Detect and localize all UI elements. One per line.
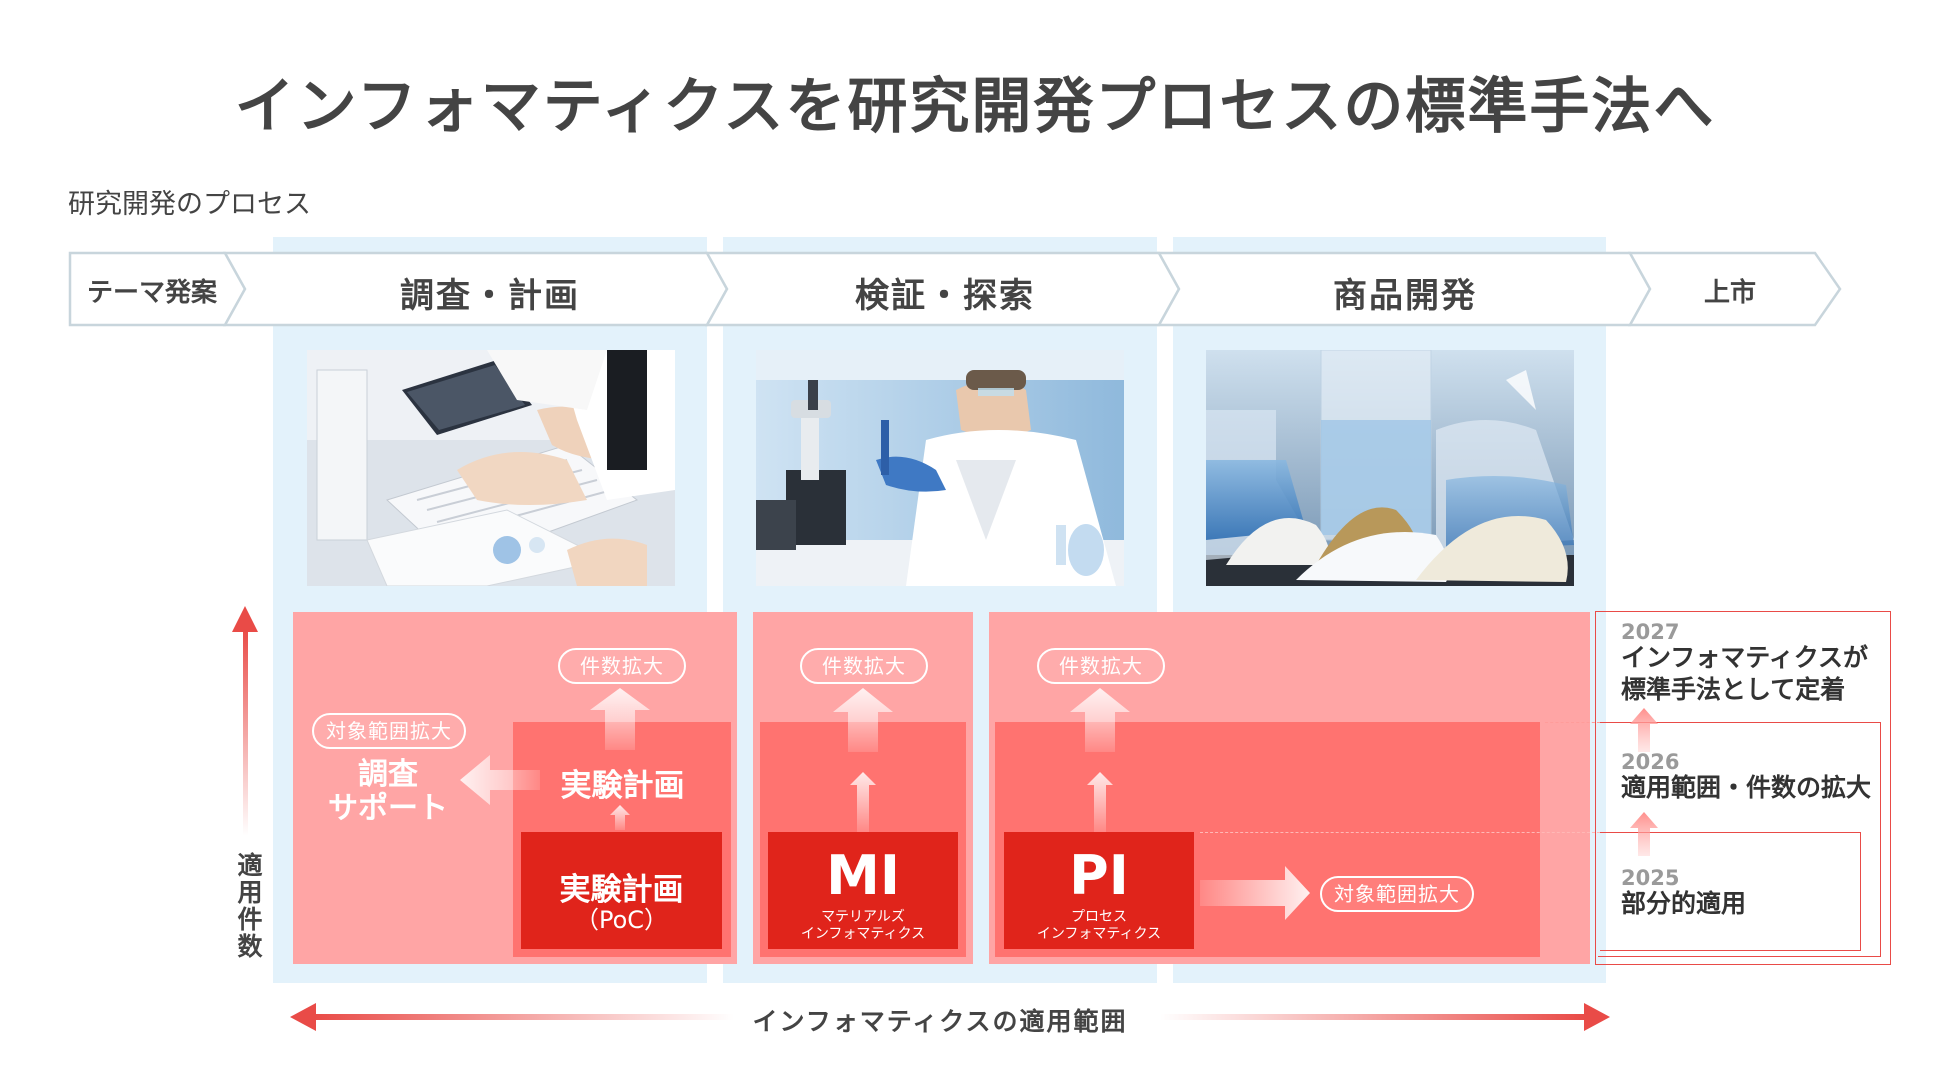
pill-count-increase-3: 件数拡大 (1037, 648, 1165, 684)
roadmap-year-2027: 2027 (1621, 620, 1680, 644)
up-arrow-icon (1630, 708, 1658, 752)
label-experiment-plan-poc: 実験計画 (559, 872, 684, 908)
divider-2025 (1200, 832, 1600, 833)
roadmap-text-2025: 部分的適用 (1621, 889, 1747, 918)
y-axis-label: 適用件数 (234, 852, 263, 960)
roadmap-box-2025 (1600, 832, 1861, 951)
roadmap-text-2027-line2: 標準手法として定着 (1621, 675, 1846, 704)
stage-label-theme: テーマ発案 (86, 278, 217, 308)
roadmap-text-2026: 適用範囲・件数の拡大 (1621, 773, 1872, 802)
label-mi-sub-2: インフォマティクス (800, 926, 926, 942)
page-title: インフォマティクスを研究開発プロセスの標準手法へ (234, 72, 1716, 142)
up-arrow-icon (1070, 688, 1130, 752)
up-arrow-icon (610, 805, 630, 830)
section-label: 研究開発のプロセス (68, 189, 311, 220)
label-pi-sub-2: インフォマティクス (1036, 926, 1162, 942)
pill-scope-increase-3: 対象範囲拡大 (1320, 876, 1474, 912)
divider-2026 (1545, 722, 1600, 723)
roadmap-box-2026 (1598, 722, 1881, 957)
label-mi-sub-1: マテリアルズ (821, 909, 905, 925)
box-pi (1004, 832, 1194, 949)
y-axis-arrow-icon (232, 606, 258, 836)
pill-scope-increase-1: 対象範囲拡大 (312, 713, 466, 749)
label-poc: （PoC） (574, 906, 669, 934)
double-headed-arrow-icon (290, 1003, 1610, 1031)
left-arrow-icon (460, 755, 540, 805)
up-arrow-icon (1087, 772, 1113, 832)
up-arrow-icon (850, 772, 876, 832)
roadmap-text-2027-line1: インフォマティクスが (1621, 643, 1869, 672)
stage-label-verification: 検証・探索 (855, 276, 1035, 316)
label-experiment-plan: 実験計画 (560, 768, 685, 804)
process-chevron-bar (68, 251, 1842, 327)
box-experiment-poc (521, 832, 722, 949)
label-pi-sub-1: プロセス (1071, 909, 1127, 925)
stage-label-research: 調査・計画 (400, 276, 580, 316)
pill-count-increase-1: 件数拡大 (558, 648, 686, 684)
label-research-support: 調査 サポート (328, 757, 448, 826)
box-mi (768, 832, 958, 949)
chevron-launch (1627, 251, 1842, 327)
photo-research-laptop (307, 350, 675, 586)
right-arrow-icon (1200, 866, 1310, 920)
pill-count-increase-2: 件数拡大 (800, 648, 928, 684)
x-axis-label: インフォマティクスの適用範囲 (752, 1007, 1128, 1036)
label-mi: MI (826, 844, 900, 907)
up-arrow-icon (1630, 812, 1658, 856)
stage-label-launch: 上市 (1703, 278, 1756, 308)
stage-label-development: 商品開発 (1333, 276, 1477, 316)
up-arrow-icon (833, 688, 893, 752)
roadmap-year-2026: 2026 (1621, 750, 1680, 774)
photo-verification-lab (756, 350, 1124, 586)
photo-development-materials (1206, 350, 1574, 586)
roadmap-box-2027 (1595, 611, 1891, 965)
roadmap-year-2025: 2025 (1621, 866, 1680, 890)
up-arrow-icon (590, 688, 650, 750)
label-pi: PI (1069, 844, 1129, 907)
